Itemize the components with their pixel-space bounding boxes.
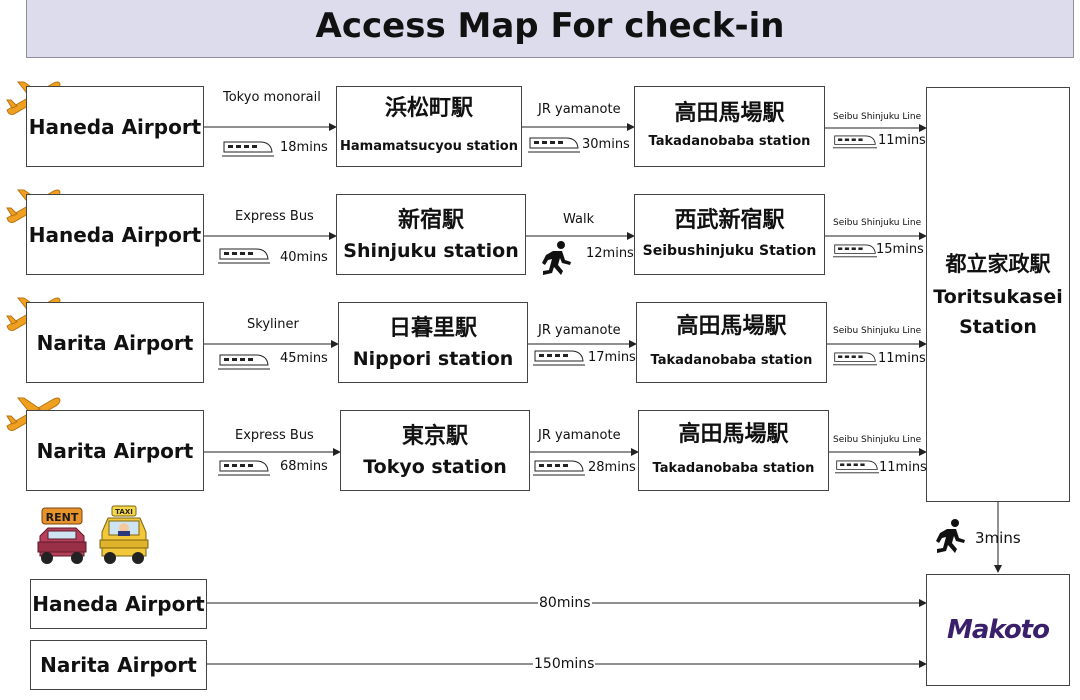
- station-name-en: Seibushinjuku Station: [642, 242, 817, 259]
- leg3-label-row2: Seibu Shinjuku Line: [833, 218, 922, 228]
- station-name-en: Tokyo station: [363, 455, 507, 478]
- train-icon: [533, 456, 585, 478]
- station-name-jp: 高田馬場駅: [676, 313, 787, 339]
- station-name-jp: 東京駅: [401, 423, 468, 449]
- car-route-time-2: 150mins: [533, 656, 596, 672]
- taxi-sign-text: TAXI: [115, 508, 133, 516]
- leg3-time-row1: 11mins: [878, 133, 926, 148]
- leg1-time-row3: 45mins: [280, 351, 328, 366]
- train-icon: [528, 133, 580, 155]
- station-name-en: Takadanobaba station: [650, 352, 813, 368]
- terminal-name-en-line1: Toritsukasei: [933, 285, 1063, 308]
- station-name-en: Shinjuku station: [343, 239, 519, 262]
- station-name-jp: 西武新宿駅: [674, 207, 785, 233]
- car-route-airport-box-1: Haneda Airport: [30, 579, 207, 629]
- station1-box-row1: 浜松町駅 Hamamatsucyou station: [336, 86, 522, 167]
- leg1-label-row2: Express Bus: [235, 209, 314, 224]
- train-icon: [222, 137, 274, 159]
- leg3-label-row1: Seibu Shinjuku Line: [833, 112, 922, 122]
- train-icon: [833, 348, 877, 368]
- page-title: Access Map For check-in: [315, 6, 785, 46]
- terminal-name-jp: 都立家政駅: [945, 251, 1051, 276]
- leg1-time-row2: 40mins: [280, 250, 328, 265]
- airport-box-row2: Haneda Airport: [26, 194, 204, 275]
- terminal-name-en-line2: Station: [959, 315, 1037, 338]
- rent-sign-text: RENT: [46, 511, 79, 524]
- leg1-label-row1: Tokyo monorail: [223, 90, 321, 105]
- leg1-time-row1: 18mins: [280, 140, 328, 155]
- leg2-label-row4: JR yamanote: [538, 428, 621, 443]
- station2-box-row4: 高田馬場駅 Takadanobaba station: [638, 410, 829, 491]
- train-icon: [533, 346, 585, 368]
- walk-time: 3mins: [975, 529, 1021, 547]
- airport-box-row4: Narita Airport: [26, 410, 204, 491]
- page-title-banner: Access Map For check-in: [26, 0, 1074, 58]
- station-name-en: Takadanobaba station: [648, 133, 811, 149]
- walking-person-icon: [540, 240, 574, 276]
- walking-person-icon: [934, 518, 968, 554]
- airport-name: Narita Airport: [40, 653, 197, 677]
- train-icon: [835, 456, 879, 476]
- airport-name: Narita Airport: [36, 438, 194, 463]
- airport-name: Haneda Airport: [28, 222, 202, 247]
- station2-box-row2: 西武新宿駅 Seibushinjuku Station: [634, 194, 825, 275]
- leg1-time-row4: 68mins: [280, 459, 328, 474]
- station-name-jp: 新宿駅: [397, 207, 464, 233]
- train-icon: [218, 244, 270, 266]
- station1-box-row4: 東京駅 Tokyo station: [340, 410, 530, 491]
- destination-box: Makoto: [926, 574, 1070, 686]
- station1-box-row3: 日暮里駅 Nippori station: [338, 302, 528, 383]
- airport-box-row1: Haneda Airport: [26, 86, 204, 167]
- leg2-time-row1: 30mins: [582, 137, 630, 152]
- makoto-logo: Makoto: [947, 615, 1050, 645]
- car-route-airport-box-2: Narita Airport: [30, 640, 207, 690]
- leg3-time-row3: 11mins: [878, 351, 926, 366]
- leg3-label-row4: Seibu Shinjuku Line: [833, 435, 922, 445]
- airport-name: Haneda Airport: [28, 114, 202, 139]
- leg3-time-row4: 11mins: [879, 460, 927, 475]
- car-route-time-1: 80mins: [538, 595, 592, 611]
- leg1-label-row4: Express Bus: [235, 428, 314, 443]
- station1-box-row2: 新宿駅 Shinjuku station: [336, 194, 526, 275]
- train-icon: [218, 350, 270, 372]
- station2-box-row1: 高田馬場駅 Takadanobaba station: [634, 86, 825, 167]
- rental-car-icon: RENT: [32, 506, 92, 568]
- leg2-label-row2: Walk: [563, 212, 595, 227]
- terminal-station-box: 都立家政駅 Toritsukasei Station: [926, 87, 1070, 502]
- leg2-label-row3: JR yamanote: [538, 323, 621, 338]
- taxi-icon: TAXI: [96, 504, 152, 568]
- train-icon: [833, 131, 877, 151]
- leg3-label-row3: Seibu Shinjuku Line: [833, 326, 922, 336]
- leg2-time-row3: 17mins: [588, 350, 636, 365]
- airport-name: Haneda Airport: [32, 592, 205, 616]
- leg2-time-row4: 28mins: [588, 460, 636, 475]
- train-icon: [218, 456, 270, 478]
- station2-box-row3: 高田馬場駅 Takadanobaba station: [636, 302, 827, 383]
- station-name-jp: 浜松町駅: [384, 95, 473, 121]
- leg2-label-row1: JR yamanote: [538, 102, 621, 117]
- station-name-en: Hamamatsucyou station: [340, 138, 518, 154]
- train-icon: [833, 240, 877, 260]
- leg2-time-row2: 12mins: [586, 246, 634, 261]
- station-name-en: Takadanobaba station: [652, 460, 815, 476]
- airport-name: Narita Airport: [36, 330, 194, 355]
- leg3-time-row2: 15mins: [876, 242, 924, 257]
- station-name-jp: 日暮里駅: [388, 315, 477, 341]
- station-name-jp: 高田馬場駅: [678, 421, 789, 447]
- airport-box-row3: Narita Airport: [26, 302, 204, 383]
- station-name-jp: 高田馬場駅: [674, 100, 785, 126]
- station-name-en: Nippori station: [352, 347, 514, 370]
- leg1-label-row3: Skyliner: [247, 317, 299, 332]
